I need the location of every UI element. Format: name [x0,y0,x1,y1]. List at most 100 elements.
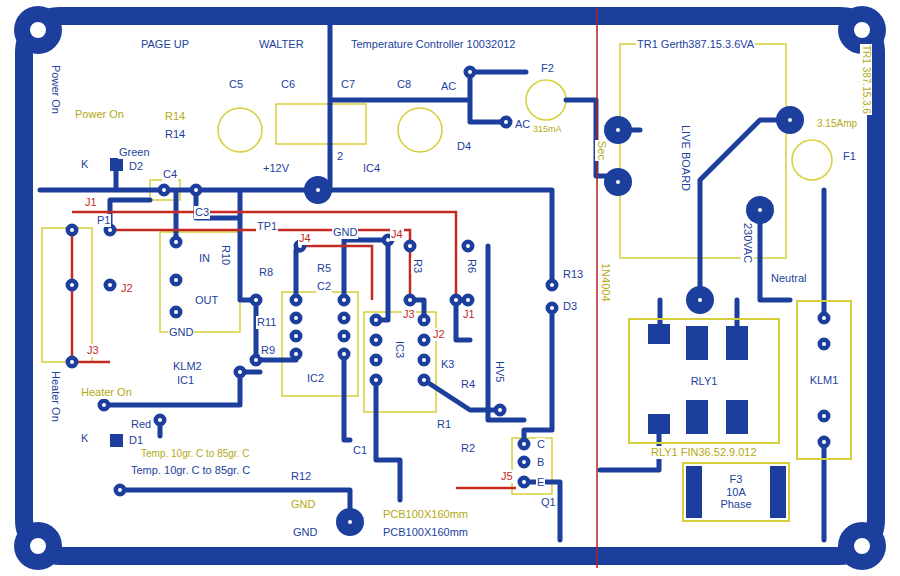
silkscreen-label: Q1 [540,496,557,509]
silkscreen-label: C5 [228,78,244,91]
silkscreen-label: IC4 [362,162,381,175]
silkscreen-label: D2 [128,160,144,173]
fuse-pad [770,466,786,518]
silkscreen-label: WALTER [258,38,305,51]
large-pad [318,120,790,522]
square-pad [110,158,123,171]
silkscreen-label: Red [130,418,152,431]
silkscreen-label: IN [198,252,211,265]
component-label: F3 [728,473,745,486]
silkscreen-label: LIVE BOARD [679,124,692,192]
silkscreen-label: F1 [842,150,857,163]
silkscreen-label: J1 [84,196,98,209]
silkscreen-label: TP1 [256,220,278,233]
silkscreen-label: Sec [595,140,608,161]
silkscreen-label: Power On [74,108,125,121]
silkscreen-label: C4 [162,168,178,181]
relay-pad [686,326,708,360]
silkscreen-label: R8 [258,266,274,279]
silkscreen-label: R10 [219,244,232,266]
silkscreen-label: B [536,456,545,469]
silkscreen-label: D3 [562,300,578,313]
silkscreen-label: Temp. 10gr. C to 85gr. C [130,464,251,477]
silkscreen-label: J2 [432,328,446,341]
component-label: KLM1 [808,374,841,387]
silkscreen-label: GND [292,526,318,539]
silkscreen-label: TR1 387.15.3.6 [861,44,873,115]
silkscreen-label: K [80,432,89,445]
silkscreen-label: 3.15Amp [816,118,858,130]
silkscreen-label: Heater On [80,386,133,399]
component-label: 10A [724,486,748,499]
silkscreen-label: J4 [390,228,404,241]
silkscreen-label: IC2 [306,372,325,385]
silkscreen-label: PAGE UP [140,38,190,51]
silkscreen-label: D4 [456,140,472,153]
silkscreen-label: KLM2 [172,360,203,373]
silkscreen-label: R12 [290,470,312,483]
silkscreen-label: Neutral [770,272,807,285]
relay-pad [686,400,708,434]
fuse-pad [686,466,702,518]
silkscreen-label: IC3 [393,340,406,359]
silkscreen-label: J4 [298,232,312,245]
relay-pad [726,326,748,360]
silkscreen-label: +12V [262,162,290,175]
silkscreen-label: C8 [396,78,412,91]
silkscreen-label: C6 [280,78,296,91]
silkscreen-label: 230VAC [741,222,754,264]
silkscreen-label: OUT [194,294,219,307]
component-label: Phase [718,498,753,511]
silkscreen-label: R14 [164,128,186,141]
silkscreen-label: C3 [194,206,210,219]
silkscreen-label: AC [514,118,531,131]
silkscreen-label: C2 [316,280,332,293]
silkscreen-label: R14 [164,110,186,123]
component-outline: RLY1 [628,318,780,444]
copper-trace [40,25,824,540]
silkscreen-label: IC1 [176,374,195,387]
square-pad [110,434,123,447]
relay-pad [648,414,670,434]
silkscreen-label: 315mA [532,124,563,134]
silkscreen-label: 2 [336,150,344,163]
solder-pad [72,72,824,490]
silkscreen-label: F2 [540,62,555,75]
live-board-divider [596,8,598,568]
silkscreen-label: 1N4004 [599,262,612,303]
silkscreen-label: R13 [562,268,584,281]
silkscreen-label: Power On [49,64,62,115]
silkscreen-label: E [536,476,545,489]
silkscreen-label: GND [290,498,316,511]
component-outline: KLM1 [796,300,852,460]
silkscreen-label: R5 [316,262,332,275]
silkscreen-label: GND [168,326,194,339]
silkscreen-label: J3 [86,344,100,357]
silkscreen-label: TR1 Gerth387.15.3.6VA [636,38,755,51]
silkscreen-label: R1 [436,418,452,431]
silkscreen-label: PCB100X160mm [382,508,469,521]
silkscreen-label: K [80,158,89,171]
board-title: Temperature Controller 10032012 [350,38,517,51]
silkscreen-label: P1 [96,214,111,227]
silkscreen-label: R3 [411,258,424,274]
mounting-hole [38,30,862,546]
board-frame [24,16,876,556]
silkscreen-label: C7 [340,78,356,91]
silkscreen-label: HV5 [493,360,506,383]
silkscreen-label: K3 [440,358,455,371]
silkscreen-label: J5 [500,470,514,483]
silkscreen-label: J1 [462,308,476,321]
mounting-drill [38,30,862,546]
silkscreen-label: RLY1 FIN36.52.9.012 [650,446,758,459]
silkscreen-label: R2 [460,442,476,455]
silkscreen-label: R9 [260,344,276,357]
silkscreen-label: J2 [120,282,134,295]
silkscreen-label: C [536,438,546,451]
relay-pad [726,400,748,434]
silkscreen-label: Heater On [49,370,62,423]
silkscreen-label: D1 [128,434,144,447]
relay-pad [648,324,670,344]
silkscreen-label: R4 [460,378,476,391]
